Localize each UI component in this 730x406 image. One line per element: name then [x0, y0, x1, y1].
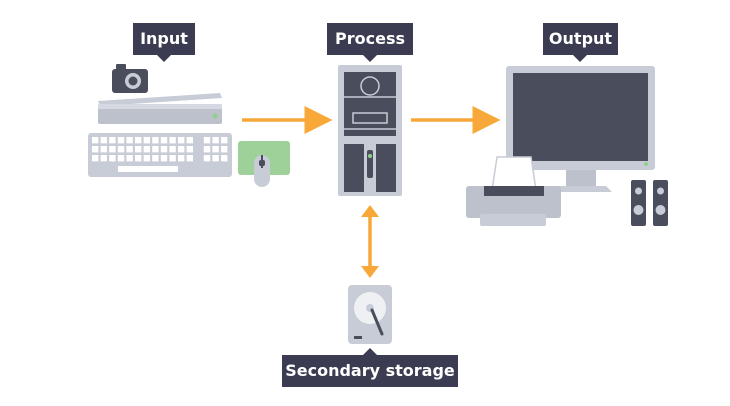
computer-tower-icon — [338, 65, 402, 196]
hard-drive-icon — [348, 285, 392, 344]
keyboard-key — [160, 137, 168, 144]
keyboard-key — [126, 155, 133, 162]
scanner-icon — [98, 93, 222, 124]
keyboard-key — [178, 155, 185, 162]
keyboard-key — [117, 155, 125, 162]
keyboard-key — [203, 155, 211, 162]
keyboard-key — [186, 155, 193, 162]
keyboard-key — [135, 155, 142, 162]
input-label: Input — [133, 23, 195, 62]
keyboard-key — [221, 155, 228, 162]
process-label: Process — [327, 23, 413, 62]
output-label-text: Output — [548, 29, 613, 48]
keyboard-key — [109, 155, 116, 162]
monitor-icon — [506, 66, 655, 192]
keyboard-key — [203, 146, 211, 153]
keyboard-key — [135, 146, 142, 153]
keyboard-icon — [88, 133, 232, 177]
keyboard-key — [92, 155, 99, 162]
keyboard-key — [212, 146, 219, 153]
keyboard-key — [109, 137, 116, 144]
output-label: Output — [543, 23, 618, 62]
process-label-text: Process — [335, 29, 405, 48]
keyboard-key — [152, 137, 159, 144]
keyboard-key — [186, 146, 193, 153]
keyboard-key — [178, 137, 185, 144]
keyboard-key — [135, 137, 142, 144]
keyboard-key — [160, 146, 168, 153]
speakers-icon — [631, 180, 668, 226]
mouse-icon — [238, 141, 290, 187]
keyboard-key — [126, 146, 133, 153]
keyboard-key — [160, 155, 168, 162]
keyboard-key — [186, 137, 193, 144]
keyboard-key — [92, 137, 99, 144]
keyboard-key — [143, 155, 150, 162]
camera-icon — [112, 64, 148, 93]
keyboard-key — [169, 137, 176, 144]
keyboard-key — [100, 137, 107, 144]
keyboard-key — [143, 146, 150, 153]
secondary-storage-label-text: Secondary storage — [285, 361, 455, 380]
secondary-storage-label: Secondary storage — [282, 348, 458, 387]
keyboard-key — [212, 137, 219, 144]
keyboard-key — [178, 146, 185, 153]
keyboard-key — [92, 146, 99, 153]
keyboard-key — [152, 155, 159, 162]
keyboard-key — [169, 155, 176, 162]
keyboard-key — [169, 146, 176, 153]
printer-icon — [466, 156, 561, 226]
keyboard-key — [212, 155, 219, 162]
keyboard-key — [126, 137, 133, 144]
keyboard-key — [117, 146, 125, 153]
process-storage-double-arrow — [361, 205, 379, 278]
input-label-text: Input — [140, 29, 188, 48]
keyboard-key — [100, 155, 107, 162]
keyboard-key — [143, 137, 150, 144]
keyboard-key — [100, 146, 107, 153]
keyboard-key — [109, 146, 116, 153]
keyboard-key — [152, 146, 159, 153]
keyboard-key — [221, 146, 228, 153]
keyboard-key — [203, 137, 211, 144]
keyboard-key — [221, 137, 228, 144]
keyboard-key — [117, 137, 125, 144]
